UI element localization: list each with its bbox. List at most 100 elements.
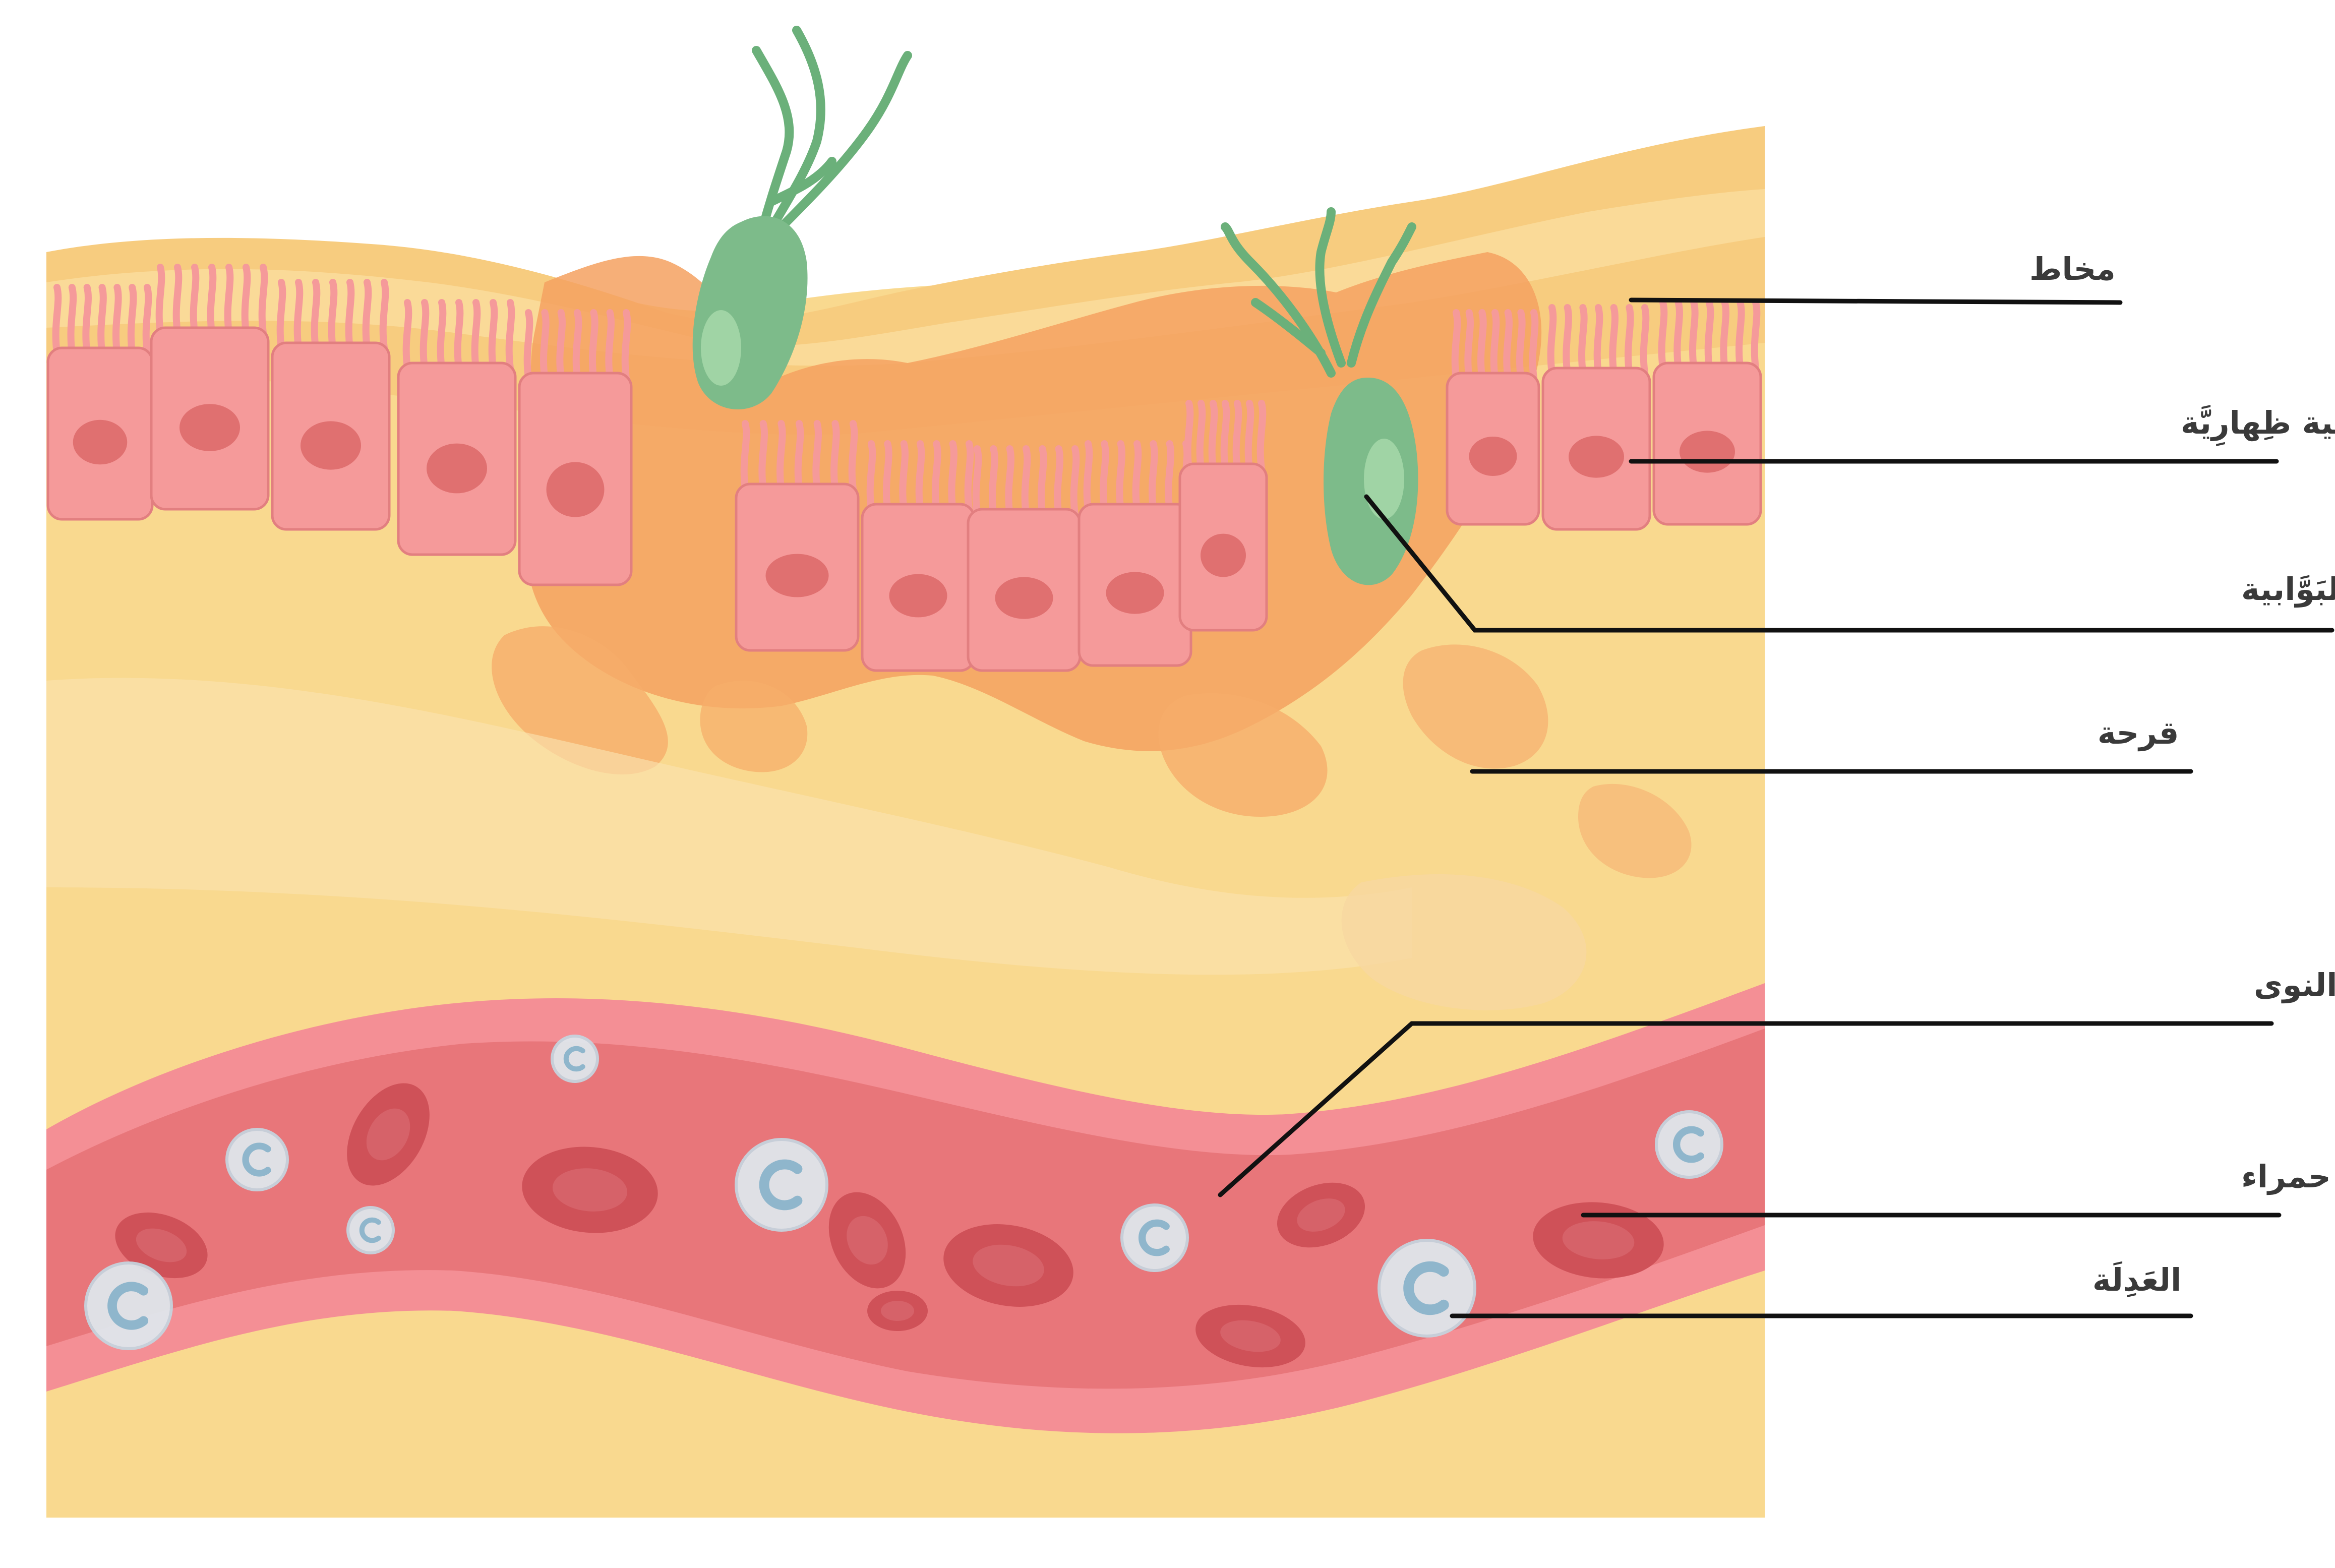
label-monocyte: خلية مناعية وحيدة النوى <box>2254 967 2335 1003</box>
label-ulcer: قرحة <box>2098 714 2179 751</box>
microvillus <box>899 440 909 513</box>
cell-nucleus <box>546 462 605 517</box>
microvillus <box>345 279 355 351</box>
ulcer-patch-5 <box>700 680 808 772</box>
microvillus <box>1132 440 1142 513</box>
cell-nucleus <box>1569 436 1624 478</box>
label-red-blood-cell: خلية دم حمراء <box>2241 1158 2335 1195</box>
microvillus <box>1021 445 1031 518</box>
microvillus <box>989 445 998 518</box>
epithelial-cell <box>1652 299 1762 526</box>
microvillus <box>883 440 892 513</box>
microvillus <box>948 440 957 513</box>
microvillus <box>437 299 447 372</box>
immune-cell-nucleus <box>759 1159 803 1211</box>
microvillus <box>1704 299 1714 372</box>
cell-nucleus <box>995 577 1053 619</box>
red-blood-cell <box>522 1147 658 1233</box>
rbc-center <box>366 1108 410 1161</box>
immune-cell-nucleus <box>359 1217 381 1243</box>
red-blood-cell <box>867 1291 928 1331</box>
bacterium-flagella <box>1221 207 1416 378</box>
microvillus <box>379 279 389 351</box>
microvillus <box>1547 304 1557 377</box>
microvillus <box>293 279 304 351</box>
red-blood-cell <box>347 1083 430 1186</box>
monocyte-cell <box>225 1128 289 1191</box>
immune-cell-nucleus <box>242 1142 271 1177</box>
cell-nucleus <box>1106 572 1164 614</box>
microvillus <box>505 299 515 372</box>
microvillus <box>1149 440 1158 513</box>
epithelial-cell <box>1446 309 1540 526</box>
microvillus <box>572 309 582 382</box>
microvillus <box>1038 445 1047 518</box>
microvillus <box>207 264 217 336</box>
immune-cell-nucleus <box>1672 1126 1704 1163</box>
microvillus <box>1232 400 1242 472</box>
microvillus <box>540 309 550 382</box>
microvillus <box>621 309 631 382</box>
red-blood-cell <box>1277 1182 1365 1248</box>
epithelial-cell <box>1077 440 1192 667</box>
microvillus <box>155 264 165 336</box>
microvillus <box>127 284 137 356</box>
microvillus <box>82 284 92 356</box>
microvillus <box>523 309 533 382</box>
microvillus <box>454 299 464 372</box>
immune-cell-body <box>84 1261 173 1350</box>
label-epithelial-cell: خلية ظِهارِيَّة <box>2181 404 2335 447</box>
microvillus <box>1208 400 1218 472</box>
epithelial-cell <box>967 445 1082 672</box>
red-blood-cell <box>943 1224 1073 1307</box>
rbc-center <box>1220 1320 1281 1352</box>
immune-cell-nucleus <box>107 1282 149 1330</box>
cell-nucleus <box>179 404 240 451</box>
epithelial-cell <box>1541 304 1651 531</box>
cell-nucleus <box>1201 533 1246 577</box>
microvillus <box>362 279 372 351</box>
microvillus <box>1256 400 1267 472</box>
microvillus <box>1005 445 1014 518</box>
immune-cell-nucleus <box>1138 1219 1170 1256</box>
epithelial-cell <box>271 279 391 531</box>
epithelial-cell <box>150 264 270 511</box>
microvillus <box>1658 299 1668 372</box>
cell-nucleus <box>889 574 947 618</box>
epithelial-cell <box>518 309 633 586</box>
neutrophil-cell <box>84 1261 173 1350</box>
rbc-center <box>1297 1198 1345 1232</box>
microvillus <box>1578 304 1588 377</box>
microvillus <box>589 309 598 382</box>
microvillus <box>866 440 876 513</box>
microvillus <box>52 284 62 356</box>
bacterium-flagella <box>752 26 912 257</box>
microvillus <box>758 420 768 493</box>
immune-cells <box>84 1035 1723 1350</box>
leader-lines <box>1218 297 2334 1318</box>
rbc-center <box>1562 1221 1635 1259</box>
lamina-swirl-2 <box>1341 874 1587 1010</box>
epithelial-cell <box>861 440 976 672</box>
microvillus <box>1116 440 1125 513</box>
immune-cell-nucleus <box>563 1046 585 1072</box>
microvillus <box>1490 309 1500 382</box>
bacterium-1 <box>692 26 912 410</box>
cell-nucleus <box>301 421 361 470</box>
microvillus <box>241 264 251 336</box>
microvillus <box>97 284 107 356</box>
immune-cell-body <box>1120 1203 1189 1272</box>
microvillus <box>1640 304 1650 377</box>
microvillus <box>1720 299 1729 372</box>
microvillus <box>1673 299 1683 372</box>
monocyte-cell <box>1120 1203 1189 1272</box>
monocyte-cell <box>1655 1110 1723 1179</box>
neutrophil-cell <box>551 1035 599 1083</box>
ulcer-patch-4 <box>1578 783 1692 878</box>
bacterium-vacuole <box>701 310 741 386</box>
vessel-lumen <box>46 1029 1765 1389</box>
microvillus <box>794 420 804 493</box>
microvillus <box>1593 304 1603 377</box>
microvillus <box>311 279 321 351</box>
